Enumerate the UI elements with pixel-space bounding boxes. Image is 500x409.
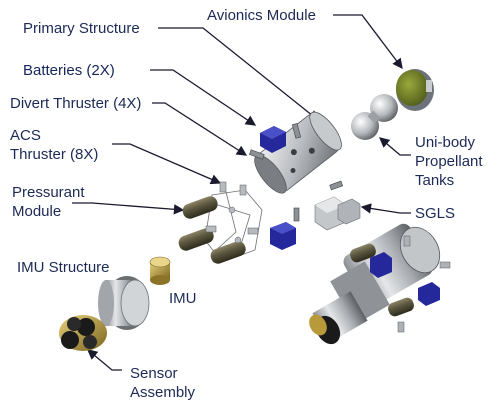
label-acs-line1: ACS bbox=[10, 127, 41, 144]
leader-batteries bbox=[150, 69, 257, 126]
avionics-module-part bbox=[396, 69, 434, 111]
leader-divert-thruster bbox=[152, 102, 248, 156]
label-sgls: SGLS bbox=[415, 205, 456, 222]
label-propellant-line1: Uni-body bbox=[415, 134, 476, 151]
sensor-assembly-part bbox=[59, 315, 107, 351]
label-imu-structure: IMU Structure bbox=[17, 259, 110, 276]
label-pressurant-line1: Pressurant bbox=[12, 184, 85, 201]
leader-sgls bbox=[360, 203, 411, 214]
label-primary-structure: Primary Structure bbox=[23, 20, 140, 37]
label-sensor-line2: Assembly bbox=[130, 384, 196, 401]
label-divert-thruster: Divert Thruster (4X) bbox=[10, 95, 142, 112]
imu-part bbox=[149, 256, 171, 285]
leader-avionics bbox=[333, 14, 403, 70]
label-imu: IMU bbox=[169, 290, 197, 307]
primary-structure-part bbox=[254, 111, 342, 194]
assembled-vehicle-part bbox=[309, 223, 451, 345]
sgls-part bbox=[314, 196, 361, 231]
label-pressurant-line2: Module bbox=[12, 203, 62, 220]
label-sensor-line1: Sensor bbox=[130, 365, 178, 382]
imu-structure-part bbox=[98, 276, 150, 330]
leader-sensor bbox=[87, 349, 122, 371]
leader-primary-structure bbox=[158, 27, 320, 121]
label-acs-line2: Thruster (8X) bbox=[10, 146, 99, 163]
leader-lines bbox=[72, 14, 411, 371]
divert-thruster-parts bbox=[249, 123, 344, 222]
propellant-tanks-part bbox=[351, 94, 398, 140]
leader-pressurant bbox=[72, 202, 185, 215]
label-avionics-module: Avionics Module bbox=[207, 7, 316, 24]
leader-propellant bbox=[379, 137, 411, 156]
label-propellant-line2: Propellant bbox=[415, 153, 483, 170]
battery-parts bbox=[260, 126, 296, 250]
pressurant-module-part bbox=[178, 181, 263, 264]
label-batteries: Batteries (2X) bbox=[23, 62, 115, 79]
label-propellant-line3: Tanks bbox=[415, 172, 455, 189]
leader-acs-thruster bbox=[112, 143, 222, 185]
